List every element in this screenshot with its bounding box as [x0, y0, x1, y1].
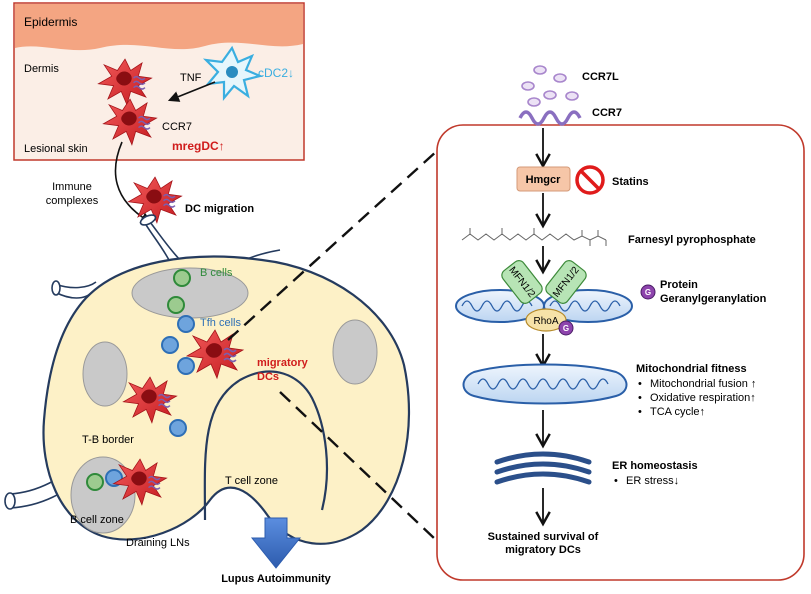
pathway-panel: CCR7L CCR7 Hmgcr Statins Farnesyl pyroph…	[436, 65, 805, 581]
outcome-label: Lupus Autoimmunity	[221, 573, 331, 585]
mito-item-1: Mitochondrial fusion ↑	[650, 378, 756, 390]
pathway-box	[436, 124, 805, 581]
hmgcr-box	[516, 166, 571, 192]
survival-label-1: Sustained survival of	[488, 531, 599, 543]
g-badge-rhoa	[558, 320, 574, 336]
mregdc-label: mregDC↑	[172, 139, 225, 153]
er-bullet: •	[614, 475, 618, 487]
er-item: ER stress↓	[626, 475, 679, 487]
ccr7l-ligands	[521, 65, 579, 107]
fpp-molecule-icon	[461, 228, 607, 246]
ccr7-label: CCR7	[592, 107, 622, 119]
ccr7-skin-label: CCR7	[162, 121, 192, 133]
skin-panel: Epidermis Dermis cDC2↓ TNF CCR7 mregDC↑ …	[13, 2, 305, 161]
immune-complexes-label-2: complexes	[46, 195, 99, 207]
mito-item-3: TCA cycle↑	[650, 406, 705, 418]
lymph-node: B cells Tfh cells migratory DCs T-B bord…	[4, 214, 411, 549]
t-cell-zone-boundary	[203, 370, 329, 521]
ccr7-receptor-icon	[518, 110, 582, 126]
cdc2-label: cDC2↓	[258, 66, 294, 80]
b-cell-cluster	[86, 269, 191, 491]
epidermis-label: Epidermis	[24, 15, 77, 29]
follicle-left	[82, 341, 128, 407]
protein-label-1: Protein	[660, 279, 698, 291]
lesional-label: Lesional skin	[24, 143, 88, 155]
mito-bullet-2: •	[638, 392, 642, 404]
g-badge-legend-label: G	[645, 288, 651, 297]
draining-lns-label: Draining LNs	[126, 537, 190, 549]
tfh-cell-cluster	[105, 315, 195, 487]
fused-mitochondrion-icon	[462, 363, 628, 405]
dermis-label: Dermis	[24, 63, 59, 75]
er-title: ER homeostasis	[612, 460, 698, 472]
prohibited-icon	[575, 165, 605, 195]
follicle-right	[332, 319, 378, 385]
mito-bullet-1: •	[638, 378, 642, 390]
tnf-arrow	[167, 81, 216, 102]
migratory-dcs-label-1: migratory	[257, 357, 309, 369]
rhoa-protein	[525, 308, 567, 332]
b-cell-zone-label: B cell zone	[70, 514, 124, 526]
t-cell-zone-label: T cell zone	[225, 475, 278, 487]
statins-label: Statins	[612, 176, 649, 188]
hmgcr-label: Hmgcr	[526, 174, 562, 186]
immune-complexes-label-1: Immune	[52, 181, 92, 193]
b-cells-label: B cells	[200, 267, 233, 279]
mito-item-2: Oxidative respiration↑	[650, 392, 756, 404]
ccr7l-label: CCR7L	[582, 71, 619, 83]
zoom-line-bottom	[279, 391, 437, 541]
migratory-dcs-label-2: DCs	[257, 371, 279, 383]
mito-title: Mitochondrial fitness	[636, 363, 747, 375]
cdc2-cell-icon	[202, 45, 264, 102]
farnesyl-label: Farnesyl pyrophosphate	[628, 234, 756, 246]
protein-label-2: Geranylgeranylation	[660, 293, 767, 305]
tnf-label: TNF	[180, 72, 202, 84]
tb-border-label: T-B border	[82, 434, 134, 446]
rhoa-label: RhoA	[533, 316, 558, 327]
epidermis-layer	[15, 4, 303, 51]
er-icon	[494, 451, 592, 485]
outcome-arrow	[250, 517, 302, 569]
dc-migration-label: DC migration	[185, 203, 254, 215]
survival-label-2: migratory DCs	[505, 544, 581, 556]
mito-bullet-3: •	[638, 406, 642, 418]
zoom-line-top	[227, 149, 439, 341]
g-badge-rhoa-label: G	[563, 324, 569, 333]
tfh-cells-label: Tfh cells	[200, 317, 241, 329]
g-badge-legend	[640, 284, 656, 300]
